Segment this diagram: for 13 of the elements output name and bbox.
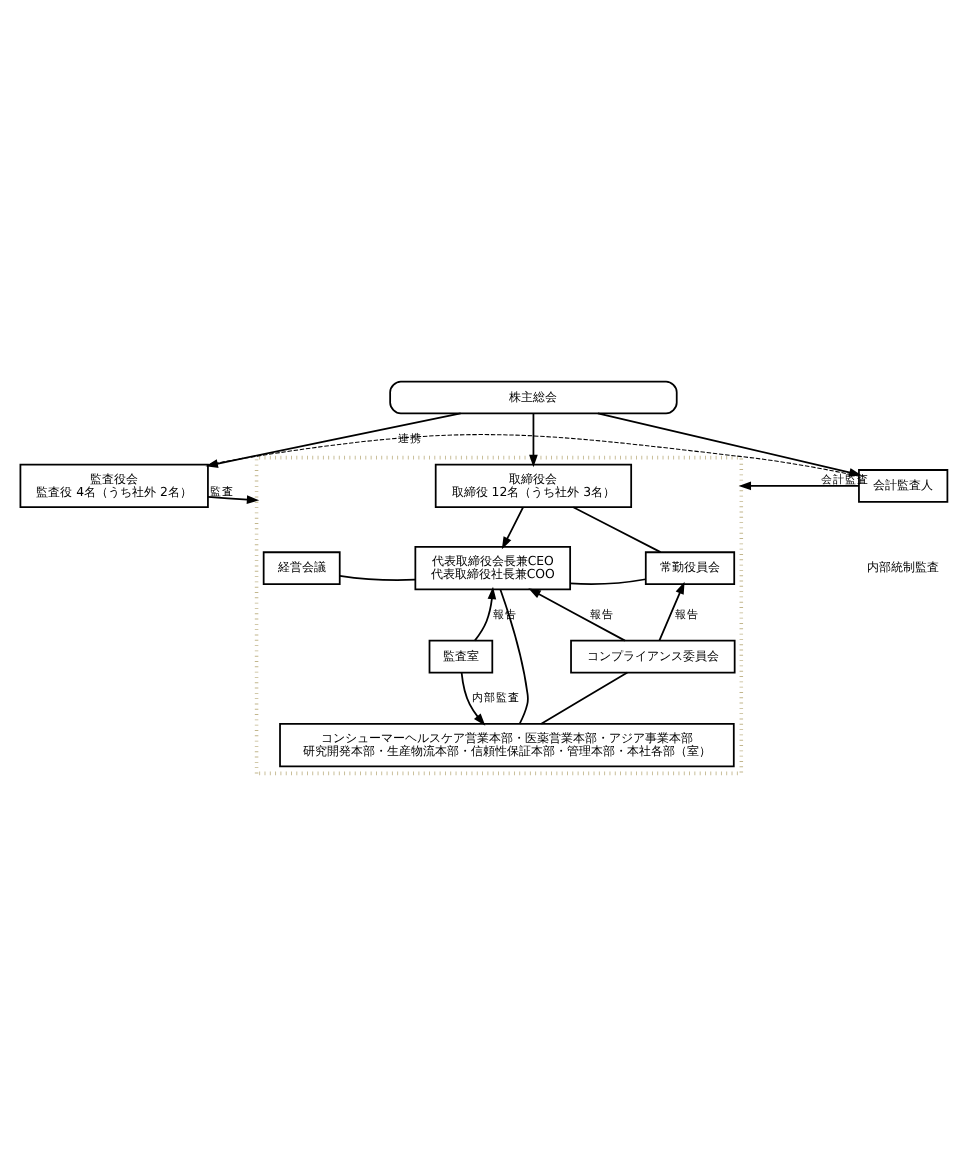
connector xyxy=(572,506,662,554)
connector xyxy=(499,588,529,725)
arrow xyxy=(528,588,626,642)
arrow xyxy=(529,412,538,468)
connector xyxy=(569,578,647,585)
connector xyxy=(338,574,416,581)
arrow xyxy=(658,581,685,642)
arrow xyxy=(460,671,486,726)
arrow xyxy=(501,506,524,550)
arrow xyxy=(473,586,497,642)
arrow xyxy=(738,481,860,491)
connector xyxy=(540,671,629,725)
arrow xyxy=(207,495,260,505)
